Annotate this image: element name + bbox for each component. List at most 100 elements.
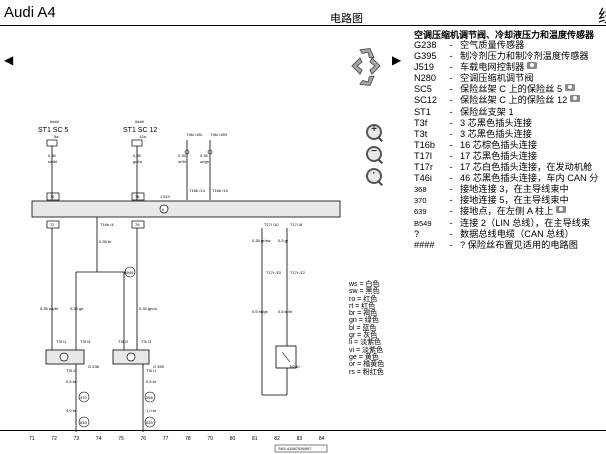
color-code: rt = 红色: [349, 302, 376, 310]
legend-code: G238: [414, 40, 437, 50]
fuse-sc5-pin: 5a: [54, 134, 59, 139]
legend-desc: ? 保险丝布置见适用的电路图: [460, 239, 578, 250]
legend-dash: -: [449, 73, 453, 84]
legend-code: ST1: [414, 106, 431, 117]
wire-color-2: gn/ro: [133, 159, 143, 164]
legend-desc: 制冷剂压力和制冷剂温度传感器: [460, 51, 589, 62]
camera-icon[interactable]: [565, 84, 576, 92]
legend-dash: -: [449, 62, 453, 73]
footer-divider: [0, 430, 606, 431]
wire-br-4: 4,0 br: [66, 408, 77, 413]
scale-number: 73: [74, 436, 80, 442]
legend-item: T3t -3 芯黑色插头连接: [414, 129, 606, 140]
legend-dash: -: [449, 228, 453, 239]
legend-code: T17l: [414, 150, 432, 161]
legend-desc: 保险丝架 C 上的保险丝 12: [460, 95, 568, 106]
legend-desc: 空气质量传感器: [460, 40, 525, 50]
scale-number: 74: [96, 436, 102, 442]
wire-br-1: 0,35 br: [99, 239, 112, 244]
legend-dash: -: [449, 184, 453, 195]
ground-370: 370: [80, 395, 87, 400]
page-next-arrow[interactable]: ▶: [392, 53, 402, 67]
legend-item: B549-连接 2（LIN 总线），在主导线束: [414, 218, 606, 229]
wire-br-5: 1,0 br: [146, 408, 157, 413]
legend-dash: -: [449, 40, 453, 50]
pin-t17r-12: T17r /12: [290, 270, 306, 275]
legend-dash: -: [449, 106, 453, 117]
legend-desc: 接地连接 5，在主导线束中: [460, 195, 569, 206]
legend-item: G238 -空气质量传感器: [414, 40, 606, 51]
fuse-id-f: ####: [135, 119, 145, 124]
legend-desc: 保险丝支架 1: [460, 106, 514, 117]
legend-dash: -: [449, 217, 453, 228]
scale-number: 71: [29, 436, 35, 442]
wire-size-3: 0,35: [178, 153, 187, 158]
legend-desc: 3 芯黑色插头连接: [460, 117, 532, 128]
legend-code: J519: [414, 62, 434, 73]
legend-code: ?: [414, 228, 420, 239]
pin-t3f-1: T3f /1: [56, 339, 67, 344]
wire-gr: 0,5 gr: [278, 238, 289, 243]
legend-code: SC5: [414, 84, 432, 95]
color-code: or = 橘黄色: [349, 361, 385, 369]
legend-desc: 保险丝架 C 上的保险丝 5: [460, 84, 563, 95]
legend-desc: 16 芯棕色插头连接: [460, 139, 538, 150]
legend-item: 370-接地连接 5，在主导线束中: [414, 195, 606, 206]
conn-bot-76: 76: [135, 222, 140, 227]
scale-number: 83: [297, 436, 303, 442]
legend-dash: -: [449, 206, 453, 217]
conn-b549: B549: [124, 270, 134, 275]
wire-blbr: 0,5 bl/br: [278, 309, 293, 314]
legend-dash: -: [449, 139, 453, 150]
legend-desc: 接地点，在左侧 A 柱上: [460, 206, 554, 217]
header-divider: [0, 25, 606, 26]
wire-br-3: 0,5 br: [146, 379, 157, 384]
pin-t3f-2: T3f /2: [66, 368, 77, 373]
legend-item: T3f-3 芯黑色插头连接: [414, 118, 606, 129]
camera-icon[interactable]: [556, 206, 567, 214]
wire-grsw: 0,35 gr/sw: [252, 238, 271, 243]
legend-item: J519-车载电网控制器: [414, 62, 606, 73]
legend-item: 368 -接地连接 3，在主导线束中: [414, 184, 606, 195]
legend-code: T3t: [414, 128, 428, 139]
pan-arrows-icon[interactable]: [346, 42, 386, 92]
zoom-fit-icon[interactable]: ·: [366, 168, 382, 184]
wire-wsbl: 0,35 ws/bl: [40, 306, 58, 311]
legend-dash: -: [449, 195, 453, 206]
wire-ge: 0,35 ge: [70, 306, 84, 311]
wire-color-3: or/br: [178, 159, 187, 164]
svg-text:k: k: [162, 207, 164, 212]
pin-t17r-10: T17r /10: [266, 270, 282, 275]
legend-code: G395: [414, 51, 437, 62]
color-code: ge = 黄色: [349, 353, 379, 361]
wire-brge: 0,5 br/ge: [252, 309, 269, 314]
color-code: br = 褐色: [349, 310, 378, 318]
legend-desc: 3 芯黑色插头连接: [460, 128, 532, 139]
legend-code: T16b: [414, 139, 435, 150]
zoom-in-icon[interactable]: +: [366, 124, 382, 140]
wire-gnro: 0,35 gn/ro: [139, 306, 158, 311]
legend-dash: -: [449, 239, 453, 250]
zoom-out-icon[interactable]: −: [366, 146, 382, 162]
camera-icon[interactable]: [570, 95, 581, 103]
legend-item: SC5 -保险丝架 C 上的保险丝 5: [414, 84, 606, 95]
legend-code: 368: [414, 185, 427, 195]
camera-icon[interactable]: [527, 62, 538, 70]
color-code: li = 淡紫色: [349, 339, 382, 347]
legend-dash: -: [449, 128, 453, 139]
legend-dash: -: [449, 84, 453, 95]
page-prev-arrow[interactable]: ◀: [4, 53, 14, 67]
wire-size-4: 0,35: [200, 153, 209, 158]
legend-code: ####: [414, 239, 435, 250]
scale-number: 75: [118, 436, 124, 442]
legend-item: T16b -16 芯棕色插头连接: [414, 140, 606, 151]
legend-item: ST1 -保险丝支架 1: [414, 107, 606, 118]
sensor-g395: G 395: [153, 364, 165, 369]
legend-desc: 接地连接 3，在主导线束中: [460, 184, 569, 195]
legend-item: 639-接地点，在左侧 A 柱上: [414, 206, 606, 217]
conn-t16b-15: T16b /15: [212, 188, 229, 193]
ground-639-a: 639: [80, 420, 87, 425]
wire-br-2: 0,5 br: [66, 379, 77, 384]
